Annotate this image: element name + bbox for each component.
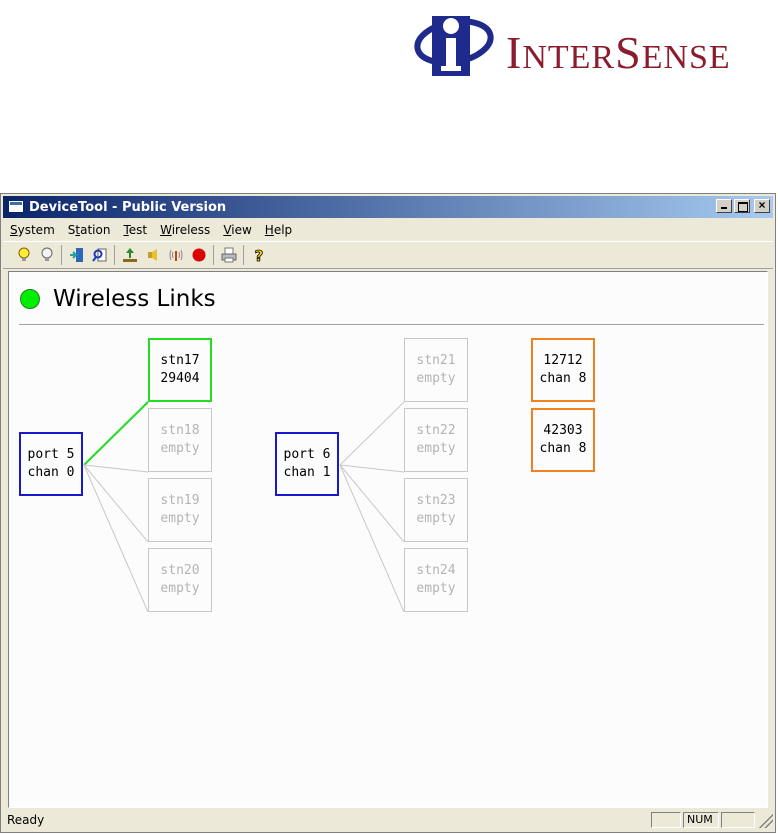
antenna-icon[interactable] [164,244,187,266]
devicetool-window: DeviceTool - Public Version × System Sta… [0,193,776,833]
toolbar: ? [3,241,773,269]
menu-test[interactable]: Test [116,223,153,237]
record-icon[interactable] [187,244,210,266]
port6-links [340,402,404,612]
device-serial: 42303 [543,422,582,440]
link-port6-stn24 [340,465,404,612]
station-id: 29404 [160,370,199,388]
unassigned-device-42303[interactable]: 42303 chan 8 [531,408,595,472]
logo-wordmark: INTERSENSE [506,26,731,79]
bulb-on-icon[interactable] [12,244,35,266]
port-6-node[interactable]: port 6 chan 1 [275,432,339,496]
link-port5-stn17 [84,402,148,465]
link-lines [9,272,769,809]
station-stn20[interactable]: stn20 empty [148,548,212,612]
link-port5-stn18 [84,465,148,472]
station-stn19[interactable]: stn19 empty [148,478,212,542]
link-port6-stn21 [340,402,404,465]
status-pane-num: NUM [683,812,719,828]
station-id: empty [416,370,455,388]
station-label: stn20 [160,562,199,580]
menu-bar: System Station Test Wireless View Help [3,220,773,240]
menu-help[interactable]: Help [258,223,298,237]
menu-system[interactable]: System [3,223,61,237]
intersense-logo: INTERSENSE [414,4,776,80]
channel-label: chan 1 [284,464,331,482]
link-port5-stn20 [84,465,148,612]
station-label: stn23 [416,492,455,510]
station-stn23[interactable]: stn23 empty [404,478,468,542]
connect-icon[interactable] [65,244,88,266]
station-stn24[interactable]: stn24 empty [404,548,468,612]
unassigned-device-12712[interactable]: 12712 chan 8 [531,338,595,402]
port-5-node[interactable]: port 5 chan 0 [19,432,83,496]
wireless-links-view: Wireless Links port 5 chan 0 stn17 2940 [8,271,768,808]
status-text: Ready [3,813,649,827]
menu-station[interactable]: Station [61,223,117,237]
upload-icon[interactable] [118,244,141,266]
minimize-button[interactable] [716,199,732,213]
speaker-icon[interactable] [141,244,164,266]
resize-grip[interactable] [757,812,773,828]
station-id: empty [160,510,199,528]
station-id: empty [160,580,199,598]
svg-text:?: ? [254,247,263,263]
port5-links [84,402,148,612]
maximize-button[interactable] [734,199,750,213]
port-label: port 5 [28,446,75,464]
link-port5-stn19 [84,465,148,542]
title-bar[interactable]: DeviceTool - Public Version × [3,196,773,218]
window-title: DeviceTool - Public Version [29,200,226,215]
channel-label: chan 8 [540,370,587,388]
station-label: stn21 [416,352,455,370]
channel-label: chan 8 [540,440,587,458]
intersense-logo-mark [414,4,504,80]
help-icon[interactable]: ? [247,244,270,266]
station-label: stn24 [416,562,455,580]
station-id: empty [416,580,455,598]
device-serial: 12712 [543,352,582,370]
station-id: empty [416,440,455,458]
app-icon[interactable] [8,200,24,213]
station-stn18[interactable]: stn18 empty [148,408,212,472]
port-label: port 6 [284,446,331,464]
station-stn21[interactable]: stn21 empty [404,338,468,402]
menu-view[interactable]: View [216,223,257,237]
bulb-off-icon[interactable] [35,244,58,266]
station-stn22[interactable]: stn22 empty [404,408,468,472]
print-icon[interactable] [217,244,240,266]
link-port6-stn23 [340,465,404,542]
search-icon[interactable] [88,244,111,266]
status-pane-scroll [721,812,755,828]
close-button[interactable]: × [754,199,770,213]
station-id: empty [160,440,199,458]
station-label: stn19 [160,492,199,510]
station-stn17[interactable]: stn17 29404 [148,338,212,402]
status-bar: Ready NUM [3,810,773,830]
status-pane-caps [651,812,681,828]
station-id: empty [416,510,455,528]
station-label: stn18 [160,422,199,440]
channel-label: chan 0 [28,464,75,482]
menu-wireless[interactable]: Wireless [153,223,216,237]
station-label: stn17 [160,352,199,370]
link-port6-stn22 [340,465,404,472]
station-label: stn22 [416,422,455,440]
